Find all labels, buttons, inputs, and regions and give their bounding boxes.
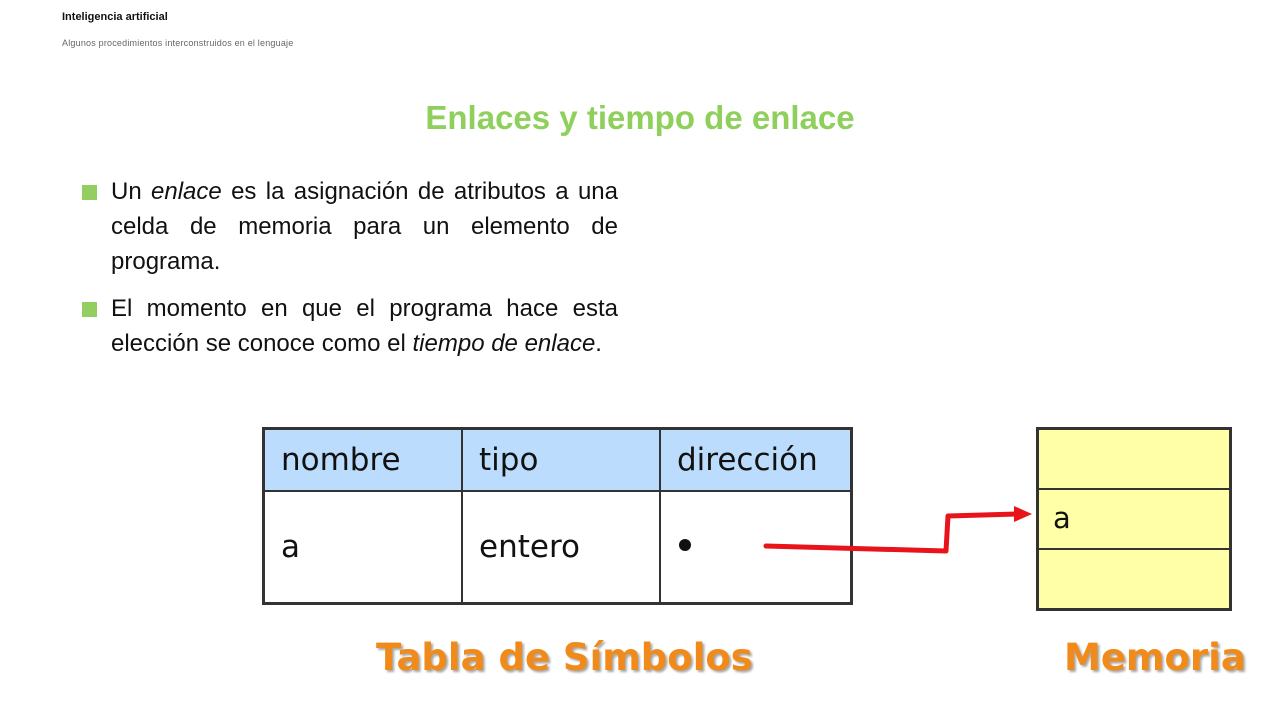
bullet-text: es la asignación de atributos a una celd… (111, 178, 618, 275)
course-name: Inteligencia artificial (62, 11, 168, 23)
bullet-list: Un enlace es la asignación de atributos … (82, 174, 618, 373)
caption-memory: Memoria (1064, 636, 1246, 679)
memory-cell (1039, 550, 1229, 610)
memory-cell (1039, 430, 1229, 490)
memory-cell-a: a (1039, 490, 1229, 550)
course-subtitle: Algunos procedimientos interconstruidos … (62, 38, 294, 48)
symbol-table: nombre tipo dirección a entero (262, 427, 853, 605)
table-header-row: nombre tipo dirección (262, 427, 853, 492)
column-header-nombre: nombre (262, 427, 463, 492)
table-row: a entero (262, 490, 853, 605)
cell-tipo: entero (461, 490, 661, 605)
bullet-text: Un (111, 178, 152, 205)
bullet-text: El momento en que el programa hace esta … (111, 295, 618, 357)
square-bullet-icon (82, 302, 97, 317)
pointer-arrow (763, 506, 1032, 554)
cell-nombre: a (262, 490, 463, 605)
pointer-dot-icon (679, 538, 691, 551)
emphasis-text: tiempo de enlace (412, 330, 596, 357)
bullet-text: . (595, 330, 602, 357)
slide-title: Enlaces y tiempo de enlace (425, 99, 855, 136)
column-header-tipo: tipo (461, 427, 661, 492)
emphasis-text: enlace (151, 178, 222, 205)
memory-block: a (1036, 427, 1232, 611)
caption-symbol-table: Tabla de Símbolos (376, 636, 753, 679)
bullet-item-enlace: Un enlace es la asignación de atributos … (82, 174, 618, 279)
column-header-direccion: dirección (659, 427, 853, 492)
square-bullet-icon (82, 185, 97, 200)
bullet-item-tiempo: El momento en que el programa hace esta … (82, 291, 618, 361)
